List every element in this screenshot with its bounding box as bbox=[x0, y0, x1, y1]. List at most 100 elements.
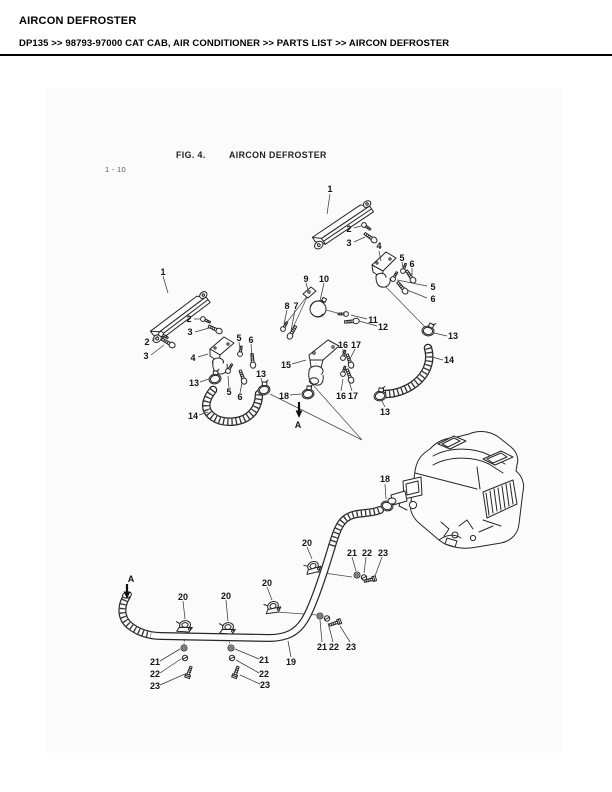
leader-line-20 bbox=[182, 600, 186, 620]
callout-3: 3 bbox=[143, 351, 148, 361]
callout-21: 21 bbox=[347, 548, 357, 558]
leader-line-5 bbox=[227, 375, 230, 389]
callout-21: 21 bbox=[259, 655, 269, 665]
callout-2: 2 bbox=[186, 314, 191, 324]
leader-line-3 bbox=[353, 236, 366, 243]
callout-17: 17 bbox=[348, 391, 358, 401]
leader-line-7 bbox=[290, 309, 296, 332]
callout-15: 15 bbox=[281, 360, 291, 370]
part-bracket-4-left bbox=[209, 336, 235, 375]
leader-line-3 bbox=[150, 344, 165, 356]
leader-line-18 bbox=[289, 393, 302, 396]
parts-diagram-figure: FIG. 4. AIRCON DEFROSTER 1 - 10 bbox=[105, 150, 525, 691]
part-hvac-unit bbox=[387, 431, 525, 549]
item-range: 1 - 10 bbox=[105, 165, 126, 174]
callout-23: 23 bbox=[378, 548, 388, 558]
callout-21: 21 bbox=[150, 657, 160, 667]
callout-16: 16 bbox=[336, 391, 346, 401]
callout-2: 2 bbox=[144, 337, 149, 347]
leader-line-13 bbox=[433, 332, 448, 337]
callout-6: 6 bbox=[248, 335, 253, 345]
leader-line-2 bbox=[353, 225, 362, 229]
callout-5: 5 bbox=[226, 387, 231, 397]
leader-line-20 bbox=[225, 599, 229, 622]
leader-line-5 bbox=[401, 261, 404, 269]
callout-23: 23 bbox=[150, 681, 160, 691]
leader-line-6 bbox=[406, 289, 428, 299]
callout-18: 18 bbox=[380, 474, 390, 484]
callout-A: A bbox=[128, 574, 135, 584]
callout-13: 13 bbox=[380, 407, 390, 417]
breadcrumb: DP135 >> 98793-97000 CAT CAB, AIR CONDIT… bbox=[19, 38, 450, 49]
part-hose-14-left bbox=[202, 385, 264, 426]
callout-17: 17 bbox=[351, 340, 361, 350]
part-hose-19 bbox=[118, 506, 384, 643]
part-plate-9 bbox=[302, 286, 317, 299]
figure-canvas: FIG. 4. AIRCON DEFROSTER 1 - 10 bbox=[47, 88, 563, 753]
callout-22: 22 bbox=[329, 642, 339, 652]
callout-9: 9 bbox=[303, 274, 308, 284]
leader-line-16 bbox=[340, 378, 344, 392]
leader-line-10 bbox=[319, 282, 325, 302]
callout-13: 13 bbox=[256, 369, 266, 379]
leader-line-17 bbox=[349, 348, 356, 360]
callout-3: 3 bbox=[346, 238, 351, 248]
leader-line-22 bbox=[159, 658, 182, 674]
leader-line-17 bbox=[348, 380, 353, 392]
leader-line-13 bbox=[260, 377, 264, 387]
callout-20: 20 bbox=[302, 538, 312, 548]
callout-20: 20 bbox=[178, 592, 188, 602]
callout-5: 5 bbox=[236, 333, 241, 343]
leader-line-1 bbox=[326, 193, 331, 215]
leader-line-14 bbox=[198, 411, 209, 416]
callout-A: A bbox=[295, 420, 302, 430]
page-title: AIRCON DEFROSTER bbox=[19, 15, 137, 27]
leader-line-13 bbox=[199, 378, 210, 383]
callout-1: 1 bbox=[327, 184, 332, 194]
leader-line-21 bbox=[319, 619, 323, 643]
leader-line-23 bbox=[239, 674, 261, 685]
leader-line-18 bbox=[384, 483, 387, 500]
callout-22: 22 bbox=[259, 669, 269, 679]
figure-title: AIRCON DEFROSTER bbox=[229, 150, 327, 160]
callout-5: 5 bbox=[430, 282, 435, 292]
callout-18: 18 bbox=[279, 391, 289, 401]
leader-line-4 bbox=[378, 250, 382, 262]
part-bracket-4-right bbox=[371, 251, 397, 288]
leader-line-15 bbox=[291, 359, 307, 365]
leader-line-23 bbox=[339, 625, 351, 643]
callout-22: 22 bbox=[150, 669, 160, 679]
leader-line-22 bbox=[363, 556, 367, 574]
figure-number: FIG. 4. bbox=[176, 150, 206, 160]
callout-20: 20 bbox=[221, 591, 231, 601]
leader-line-23 bbox=[374, 556, 383, 577]
callout-12: 12 bbox=[378, 322, 388, 332]
callout-13: 13 bbox=[189, 378, 199, 388]
leader-line-23 bbox=[159, 673, 186, 686]
leader-line-20 bbox=[306, 546, 313, 560]
leader-line-19 bbox=[287, 640, 292, 658]
callout-4: 4 bbox=[190, 353, 195, 363]
leader-line-20 bbox=[266, 586, 273, 601]
leader-line-21 bbox=[159, 648, 181, 662]
leader-line-6 bbox=[239, 382, 243, 394]
leader-lines bbox=[150, 193, 448, 686]
leader-line-13 bbox=[381, 400, 386, 408]
callout-23: 23 bbox=[346, 642, 356, 652]
callout-11: 11 bbox=[368, 315, 378, 325]
callout-21: 21 bbox=[317, 642, 327, 652]
leader-line-5 bbox=[396, 279, 428, 287]
callout-7: 7 bbox=[293, 301, 298, 311]
leader-line-4 bbox=[197, 353, 209, 358]
callout-6: 6 bbox=[409, 259, 414, 269]
callout-19: 19 bbox=[286, 657, 296, 667]
view-a-arrow-mid bbox=[295, 402, 303, 418]
leader-line-8 bbox=[283, 309, 288, 325]
leader-line-1 bbox=[162, 275, 169, 294]
callout-23: 23 bbox=[260, 680, 270, 690]
callout-14: 14 bbox=[444, 355, 454, 365]
callout-6: 6 bbox=[237, 392, 242, 402]
callout-16: 16 bbox=[338, 340, 348, 350]
part-ring-10 bbox=[309, 296, 328, 318]
